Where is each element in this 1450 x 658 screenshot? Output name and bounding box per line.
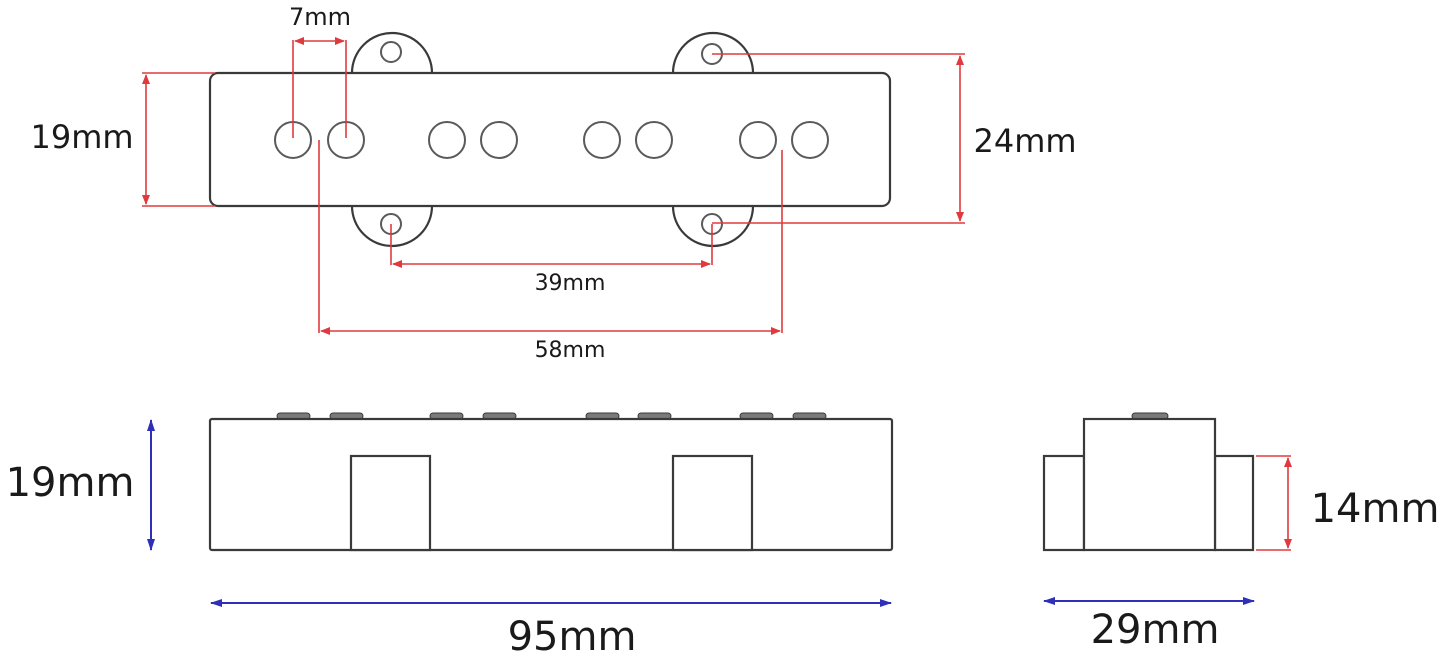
outer-pole-span-label: 58mm [535,338,606,363]
dimension-outer-pole-span: 58mm [318,140,783,363]
dimension-end-width: 29mm [1043,597,1255,653]
side-length-label: 95mm [508,614,637,658]
pole-spacing-label: 7mm [289,3,351,31]
dimension-pole-spacing: 7mm [289,3,351,138]
mounting-leg-left [349,454,432,552]
mounting-leg-right [671,454,754,552]
mounting-ear-bottom-right [671,205,755,248]
dimension-ear-span: 24mm [712,53,1077,224]
end-view: 14mm 29mm [1042,412,1440,653]
side-pole-tops [276,412,827,420]
pole-piece-icon [583,121,621,159]
pole-piece-icon [428,121,466,159]
end-body [1082,417,1217,552]
dimension-body-width: 19mm [30,72,215,207]
dimension-side-length: 95mm [210,599,892,658]
screw-hole-icon [380,41,402,63]
end-ear-height-label: 14mm [1311,486,1440,532]
pole-piece-icon [480,121,518,159]
top-view: 7mm 19mm 24mm 39mm 58mm [30,3,1076,363]
pole-piece-icon [791,121,829,159]
mounting-ear-top-left [350,31,434,74]
pickup-body-side [208,417,894,552]
end-ear-right [1213,454,1255,552]
mounting-ear-top-right [671,31,755,74]
side-height-label: 19mm [6,460,135,506]
end-width-label: 29mm [1091,607,1220,653]
pole-piece-icon [635,121,673,159]
screw-spacing-label: 39mm [535,271,606,296]
dimension-side-height: 19mm [6,419,155,551]
body-width-label: 19mm [30,118,133,156]
pickup-body-top [208,71,892,208]
pole-pieces [274,121,829,159]
dimension-screw-spacing: 39mm [390,224,713,296]
end-ear-left [1042,454,1086,552]
side-view: 19mm 95mm [6,412,894,658]
ear-span-label: 24mm [973,122,1076,160]
mounting-ear-bottom-left [350,205,434,248]
dimension-end-ear-height: 14mm [1256,455,1440,551]
pole-piece-icon [739,121,777,159]
